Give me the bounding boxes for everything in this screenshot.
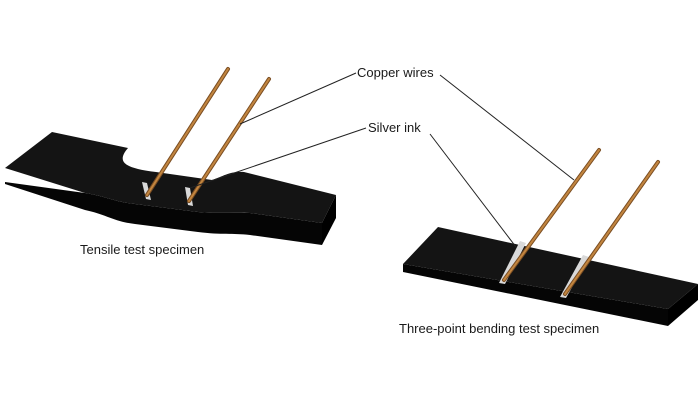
tensile-copper-wires <box>145 67 271 203</box>
bending-copper-wires <box>502 148 660 296</box>
leader-copper-to-bending <box>439 74 575 181</box>
bending-specimen <box>403 227 698 326</box>
silver-ink-label: Silver ink <box>368 120 421 135</box>
bending-silver-band-2 <box>560 255 589 298</box>
tensile-specimen-top-face <box>5 132 336 223</box>
leader-copper-to-tensile <box>239 72 357 125</box>
leader-lines <box>189 72 575 248</box>
tensile-specimen-label: Tensile test specimen <box>80 242 205 257</box>
bending-silver-ink-bands <box>499 241 589 298</box>
bending-specimen-front-face <box>403 264 668 326</box>
tensile-specimen <box>5 132 336 245</box>
bending-specimen-side-face <box>668 284 698 326</box>
bending-silver-band-1 <box>499 241 526 284</box>
copper-wires-label: Copper wires <box>357 65 434 80</box>
bending-specimen-top-face <box>403 227 698 309</box>
bending-specimen-label: Three-point bending test specimen <box>399 321 600 336</box>
leader-silver-to-tensile <box>189 127 367 189</box>
tensile-specimen-front-face <box>5 168 322 245</box>
tensile-specimen-side-face <box>322 195 336 245</box>
leader-silver-to-bending <box>429 133 517 248</box>
